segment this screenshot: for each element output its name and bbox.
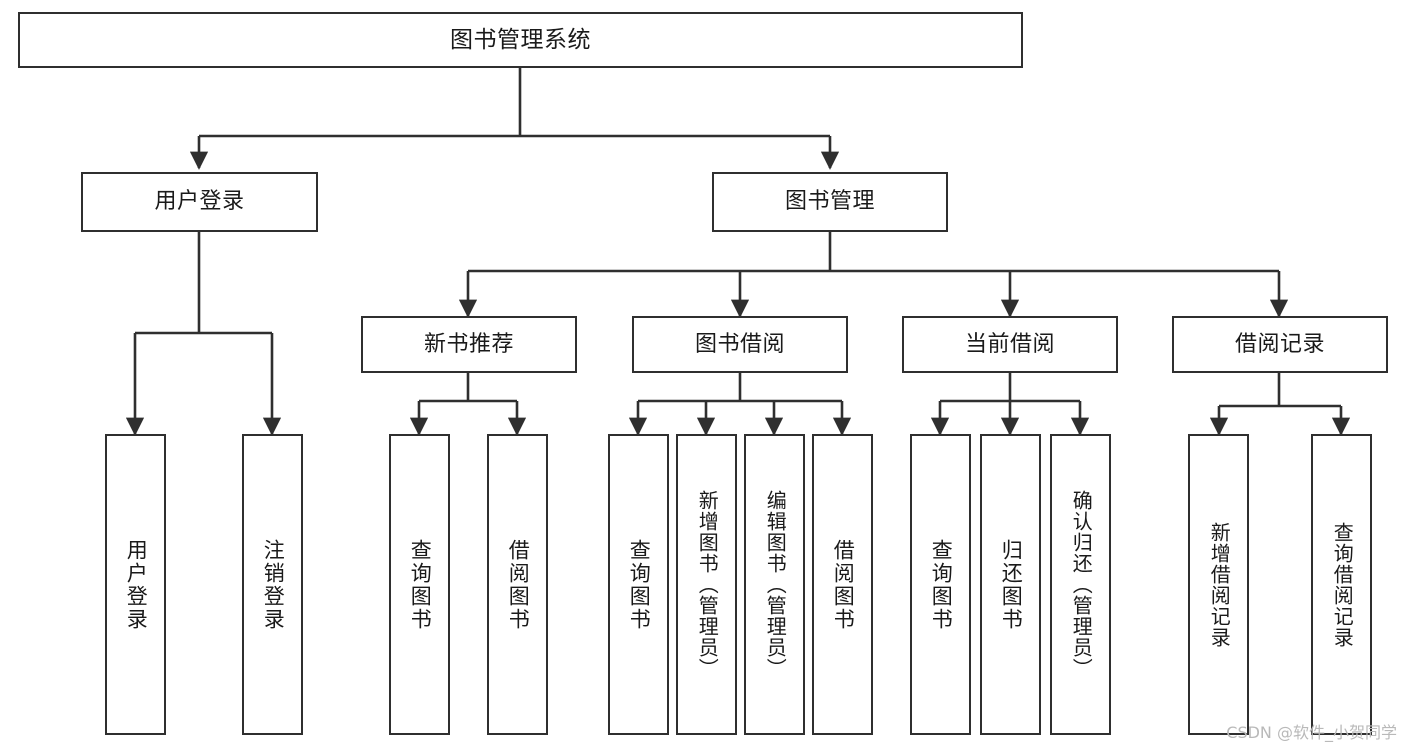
node-book-management[interactable]: 图书管理 bbox=[712, 172, 948, 232]
node-label: 新书推荐 bbox=[423, 331, 514, 357]
node-label: 图书管理系统 bbox=[450, 26, 591, 53]
node-label: 查询借阅记录 bbox=[1330, 521, 1355, 648]
leaf-return-book[interactable]: 归还图书 bbox=[980, 434, 1041, 735]
node-label: 查询图书 bbox=[408, 538, 433, 631]
leaf-user-login[interactable]: 用户登录 bbox=[105, 434, 166, 735]
leaf-query-book-current[interactable]: 查询图书 bbox=[910, 434, 971, 735]
node-borrow-record[interactable]: 借阅记录 bbox=[1172, 316, 1388, 373]
node-label: 新增图书（管理员） bbox=[695, 490, 720, 679]
leaf-edit-book-admin[interactable]: 编辑图书（管理员） bbox=[744, 434, 805, 735]
node-label: 借阅图书 bbox=[506, 538, 531, 631]
node-label: 归还图书 bbox=[999, 538, 1024, 631]
node-label: 用户登录 bbox=[154, 189, 245, 215]
node-label: 查询图书 bbox=[929, 538, 954, 631]
node-new-book-recommend[interactable]: 新书推荐 bbox=[361, 316, 577, 373]
node-current-borrow[interactable]: 当前借阅 bbox=[902, 316, 1118, 373]
leaf-confirm-return-admin[interactable]: 确认归还（管理员） bbox=[1050, 434, 1111, 735]
leaf-query-borrow-record[interactable]: 查询借阅记录 bbox=[1311, 434, 1372, 735]
node-label: 注销登录 bbox=[261, 538, 286, 631]
node-label: 确认归还（管理员） bbox=[1069, 490, 1094, 679]
node-label: 新增借阅记录 bbox=[1207, 521, 1232, 648]
leaf-logout[interactable]: 注销登录 bbox=[242, 434, 303, 735]
node-label: 借阅图书 bbox=[831, 538, 856, 631]
leaf-borrow-book-new[interactable]: 借阅图书 bbox=[487, 434, 548, 735]
node-label: 用户登录 bbox=[124, 538, 149, 631]
leaf-borrow-book[interactable]: 借阅图书 bbox=[812, 434, 873, 735]
leaf-add-borrow-record[interactable]: 新增借阅记录 bbox=[1188, 434, 1249, 735]
leaf-query-book-new[interactable]: 查询图书 bbox=[389, 434, 450, 735]
leaf-query-book-borrow[interactable]: 查询图书 bbox=[608, 434, 669, 735]
node-label: 当前借阅 bbox=[964, 331, 1055, 357]
node-user-login[interactable]: 用户登录 bbox=[81, 172, 318, 232]
node-label: 查询图书 bbox=[627, 538, 652, 631]
node-label: 图书管理 bbox=[784, 189, 875, 215]
node-label: 编辑图书（管理员） bbox=[763, 490, 788, 679]
node-label: 图书借阅 bbox=[694, 331, 785, 357]
node-root-system[interactable]: 图书管理系统 bbox=[18, 12, 1023, 68]
node-book-borrow[interactable]: 图书借阅 bbox=[632, 316, 848, 373]
watermark-text: CSDN @软件_小贺同学 bbox=[1226, 723, 1397, 742]
node-label: 借阅记录 bbox=[1234, 331, 1325, 357]
leaf-add-book-admin[interactable]: 新增图书（管理员） bbox=[676, 434, 737, 735]
